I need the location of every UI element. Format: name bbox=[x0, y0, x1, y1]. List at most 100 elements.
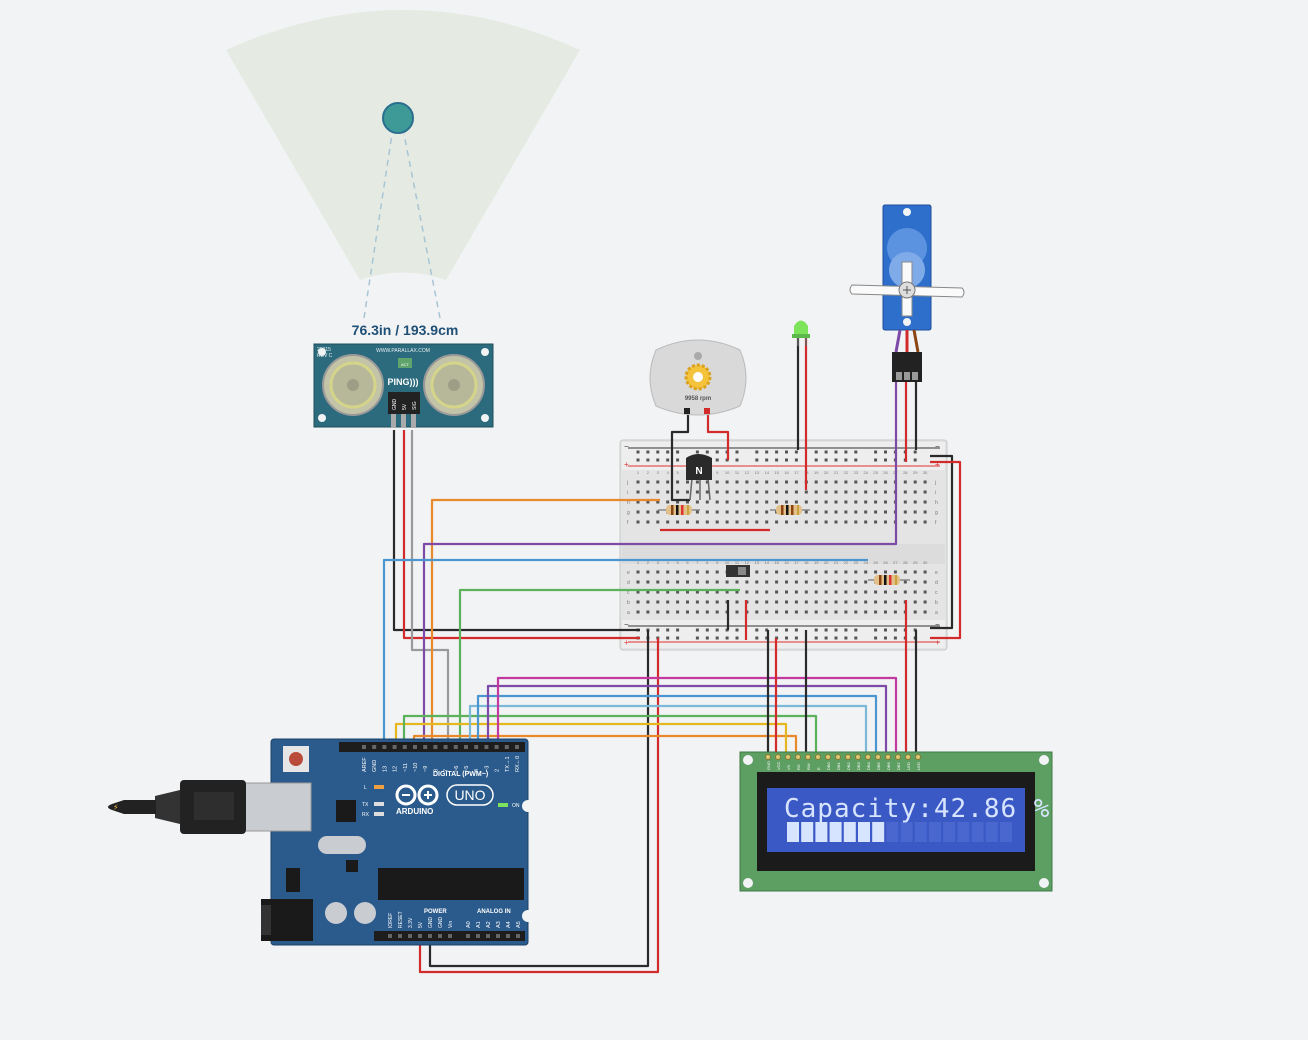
wire-lcd-green bbox=[402, 714, 818, 756]
arduino-model: UNO bbox=[454, 787, 485, 803]
wire-ping-5v bbox=[402, 430, 640, 640]
arduino-digital-pin-label: ~11 bbox=[403, 763, 409, 772]
lcd-bar-cell bbox=[914, 822, 927, 842]
bb-row-letter: c bbox=[935, 590, 938, 596]
bb-row-letter: e bbox=[627, 570, 630, 576]
bb-column-number: 2 bbox=[647, 560, 650, 565]
wire-lcd-lightblue bbox=[468, 704, 868, 756]
arduino-digital-pin-label: 12 bbox=[393, 766, 399, 772]
wire-lcd-blue bbox=[476, 694, 878, 756]
wire-motor-red bbox=[706, 412, 730, 460]
sonar-beam-left bbox=[363, 133, 393, 319]
distance-readout: 76.3in / 193.9cm bbox=[351, 322, 459, 338]
bb-column-number: 19 bbox=[814, 560, 819, 565]
power-jack-icon[interactable] bbox=[261, 899, 313, 941]
arduino-uno[interactable]: ARDUINO UNO DIGITAL (PWM~) POWER ANALOG … bbox=[261, 738, 534, 946]
arduino-digital-pin-label: ~5 bbox=[464, 766, 470, 772]
bb-column-number: 24 bbox=[863, 560, 868, 565]
resistor-1[interactable] bbox=[658, 505, 700, 515]
bb-column-number: 3 bbox=[657, 470, 660, 475]
bb-column-number: 11 bbox=[735, 470, 740, 475]
bb-column-number: 3 bbox=[657, 560, 660, 565]
bb-row-letter: d bbox=[935, 580, 938, 586]
lcd-pin-label: DB4 bbox=[866, 761, 871, 770]
svg-text:⚡: ⚡ bbox=[113, 803, 119, 812]
ultrasonic-sensor[interactable]: WWW.PARALLAX.COM 28015 REV C ACT PING)))… bbox=[313, 343, 494, 428]
bb-rail-symbol: + bbox=[935, 638, 940, 647]
bb-column-number: 15 bbox=[774, 560, 779, 565]
bb-row-letter: j bbox=[934, 480, 936, 486]
lcd-pin-label: DB7 bbox=[896, 761, 901, 770]
arduino-power-pin-label: Vin bbox=[448, 921, 454, 928]
usb-cable-icon[interactable]: ⚡ bbox=[108, 780, 312, 834]
bb-rail-symbol: − bbox=[935, 442, 940, 451]
lcd-bar-cell bbox=[1000, 822, 1012, 842]
bb-column-number: 1 bbox=[637, 470, 640, 475]
lcd-pin-label: LED bbox=[906, 762, 911, 770]
npn-transistor[interactable]: N bbox=[686, 454, 712, 501]
bb-column-number: 20 bbox=[824, 560, 829, 565]
arduino-tx-label: TX bbox=[362, 802, 369, 808]
sonar-detection-cone bbox=[226, 10, 580, 280]
bb-column-number: 22 bbox=[844, 560, 849, 565]
bb-column-number: 25 bbox=[873, 560, 878, 565]
bb-row-letter: c bbox=[627, 590, 630, 596]
wire-orange-pin10 bbox=[430, 498, 660, 745]
bb-rail-symbol: − bbox=[935, 620, 940, 629]
resistor-2[interactable] bbox=[770, 505, 810, 515]
arduino-analog-pin-label: A4 bbox=[506, 921, 512, 928]
wire-arduino-5v bbox=[418, 638, 660, 974]
breadboard-holes[interactable]: 1122334455667788991010111112121313141415… bbox=[624, 442, 940, 647]
servo-motor[interactable] bbox=[849, 204, 965, 382]
lcd-pin-label: DB3 bbox=[856, 761, 861, 770]
led-icon[interactable] bbox=[792, 320, 810, 347]
resistor-3[interactable] bbox=[868, 575, 910, 585]
ping-name: PING))) bbox=[388, 377, 419, 387]
sonar-beam-right bbox=[403, 133, 441, 319]
bb-column-number: 8 bbox=[706, 560, 709, 565]
bb-column-number: 22 bbox=[844, 470, 849, 475]
dc-motor[interactable] bbox=[649, 339, 747, 416]
wire-blue bbox=[382, 558, 868, 745]
ping-pin-5v: 5V bbox=[402, 403, 408, 410]
arduino-digital-pin-label: 4 bbox=[474, 769, 480, 772]
lcd-bar-cell bbox=[943, 822, 956, 842]
ping-act: ACT bbox=[401, 362, 410, 367]
lcd-pin-label: GND bbox=[766, 761, 771, 770]
lcd-pin-label: DB1 bbox=[836, 761, 841, 770]
bb-column-number: 14 bbox=[764, 560, 769, 565]
servo-horn-icon[interactable] bbox=[849, 261, 965, 317]
arduino-digital-pin-label: 2 bbox=[495, 769, 501, 772]
bb-column-number: 24 bbox=[863, 470, 868, 475]
arduino-power-pin-label: IOREF bbox=[388, 913, 394, 928]
target-object-icon[interactable] bbox=[382, 102, 414, 134]
wire-rail-right-red bbox=[930, 460, 962, 640]
bb-column-number: 4 bbox=[667, 560, 670, 565]
lcd-pin-label: E bbox=[816, 767, 821, 770]
bb-column-number: 23 bbox=[854, 560, 859, 565]
arduino-digital-pin-label: ~6 bbox=[454, 766, 460, 772]
arduino-power-pin-label: GND bbox=[428, 917, 434, 929]
bb-column-number: 16 bbox=[784, 560, 789, 565]
ping-revision: REV C bbox=[317, 353, 333, 359]
wire-green bbox=[458, 588, 740, 745]
transistor-label: N bbox=[695, 466, 702, 477]
bb-row-letter: e bbox=[935, 570, 938, 576]
ping-pin-sig: SIG bbox=[412, 401, 418, 410]
bb-column-number: 6 bbox=[686, 560, 689, 565]
bb-column-number: 10 bbox=[725, 470, 730, 475]
bb-row-letter: a bbox=[935, 610, 938, 616]
bb-row-letter: h bbox=[627, 500, 630, 506]
bb-column-number: 9 bbox=[716, 470, 719, 475]
reset-button-icon[interactable] bbox=[283, 746, 309, 772]
wire-arduino-gnd bbox=[428, 630, 650, 968]
wire-lcd-yellow bbox=[394, 722, 788, 756]
slide-switch[interactable] bbox=[726, 565, 750, 577]
bb-column-number: 4 bbox=[667, 470, 670, 475]
lcd-pin-label: DB2 bbox=[846, 761, 851, 770]
lcd-pin-label: RS bbox=[796, 764, 801, 770]
bb-column-number: 16 bbox=[784, 470, 789, 475]
breadboard[interactable]: 1122334455667788991010111112121313141415… bbox=[619, 439, 948, 651]
